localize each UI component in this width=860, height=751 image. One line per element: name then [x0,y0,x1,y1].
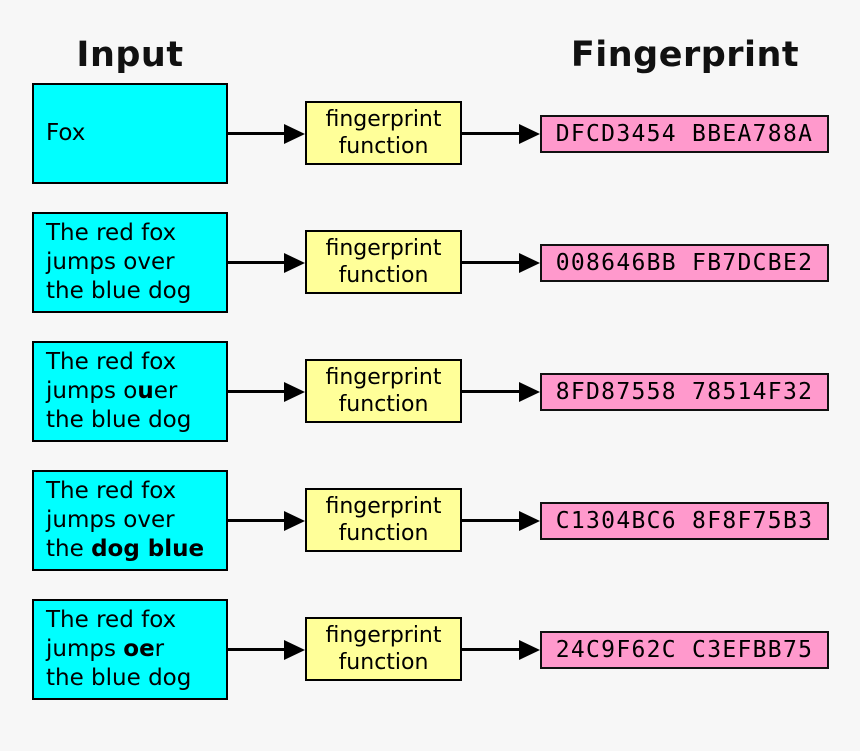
input-box: The red fox jumps oer the blue dog [32,599,228,700]
arrow-input-to-function [228,381,305,403]
input-text: the blue dog [46,278,192,304]
input-text-line: the blue dog [46,406,222,435]
input-text: the blue dog [46,665,192,691]
input-text-line: the blue dog [46,664,222,693]
input-text-bold: u [137,378,154,404]
arrow-input-to-function [228,510,305,532]
diagram-row: Fox fingerprint function DFCD3454 BBEA78… [0,83,860,184]
fingerprint-box: 008646BB FB7DCBE2 [540,244,829,282]
column-title-fingerprint: Fingerprint [570,35,800,75]
diagram-row: The red fox jumps over the blue dog fing… [0,212,860,313]
input-text-line: The red fox [46,477,222,506]
input-text-bold: oe [123,636,155,662]
arrow-head-icon [519,252,540,273]
diagram-row: The red fox jumps over the dog blue fing… [0,470,860,571]
arrow-line [462,132,519,135]
arrow-head-icon [284,123,305,144]
function-box-label: function [338,521,429,546]
fingerprint-box: 8FD87558 78514F32 [540,373,829,411]
input-text: The red fox [46,607,177,633]
function-box-label: fingerprint [325,107,442,132]
arrow-head-icon [519,639,540,660]
arrow-function-to-fingerprint [462,381,540,403]
function-box-label: fingerprint [325,494,442,519]
arrow-line [228,519,284,522]
arrow-line [462,261,519,264]
arrow-line [462,648,519,651]
arrow-head-icon [519,123,540,144]
arrow-input-to-function [228,252,305,274]
function-box: fingerprint function [305,488,462,552]
input-text-line: jumps over [46,506,222,535]
input-text-line: the dog blue [46,535,222,564]
fingerprint-value: DFCD3454 BBEA788A [555,121,814,147]
input-text-line: The red fox [46,348,222,377]
fingerprint-box: C1304BC6 8F8F75B3 [540,502,829,540]
input-text-line: The red fox [46,606,222,635]
diagram-row: The red fox jumps ouer the blue dog fing… [0,341,860,442]
input-text: The red fox [46,220,177,246]
input-text-line: jumps oer [46,635,222,664]
input-text-line: jumps ouer [46,377,222,406]
function-box-label: function [338,650,429,675]
function-box-label: fingerprint [325,236,442,261]
input-box: The red fox jumps over the blue dog [32,212,228,313]
fingerprint-value: 8FD87558 78514F32 [555,379,814,405]
arrow-function-to-fingerprint [462,252,540,274]
arrow-head-icon [519,510,540,531]
input-text: jumps o [46,378,138,404]
arrow-line [228,132,284,135]
fingerprint-value: 24C9F62C C3EFBB75 [555,637,814,663]
input-text: jumps over [46,249,175,275]
input-text: r [154,636,165,662]
input-text-line: jumps over [46,248,222,277]
function-box-label: function [338,134,429,159]
arrow-head-icon [519,381,540,402]
function-box: fingerprint function [305,617,462,681]
arrow-head-icon [284,252,305,273]
input-text-line: the blue dog [46,277,222,306]
input-text: Fox [46,120,86,146]
function-box-label: function [338,263,429,288]
fingerprint-box: 24C9F62C C3EFBB75 [540,631,829,669]
arrow-input-to-function [228,123,305,145]
function-box-label: fingerprint [325,623,442,648]
arrow-function-to-fingerprint [462,639,540,661]
function-box: fingerprint function [305,359,462,423]
input-text: The red fox [46,349,177,375]
input-text-bold: dog blue [91,536,205,562]
input-text: the blue dog [46,407,192,433]
input-text: the [46,536,92,562]
arrow-function-to-fingerprint [462,123,540,145]
arrow-line [228,261,284,264]
arrow-head-icon [284,381,305,402]
arrow-head-icon [284,510,305,531]
input-box: The red fox jumps ouer the blue dog [32,341,228,442]
input-box: Fox [32,83,228,184]
function-box: fingerprint function [305,230,462,294]
input-box: The red fox jumps over the dog blue [32,470,228,571]
fingerprint-box: DFCD3454 BBEA788A [540,115,829,153]
arrow-line [228,648,284,651]
input-text: er [153,378,178,404]
input-text: jumps over [46,507,175,533]
input-text: jumps [46,636,124,662]
arrow-input-to-function [228,639,305,661]
function-box: fingerprint function [305,101,462,165]
function-box-label: fingerprint [325,365,442,390]
diagram-row: The red fox jumps oer the blue dog finge… [0,599,860,700]
arrow-line [228,390,284,393]
input-text: The red fox [46,478,177,504]
function-box-label: function [338,392,429,417]
arrow-head-icon [284,639,305,660]
arrow-line [462,519,519,522]
arrow-line [462,390,519,393]
fingerprint-value: 008646BB FB7DCBE2 [555,250,814,276]
fingerprint-value: C1304BC6 8F8F75B3 [555,508,814,534]
input-text-line: Fox [46,119,222,148]
input-text-line: The red fox [46,219,222,248]
arrow-function-to-fingerprint [462,510,540,532]
column-title-input: Input [76,35,184,75]
